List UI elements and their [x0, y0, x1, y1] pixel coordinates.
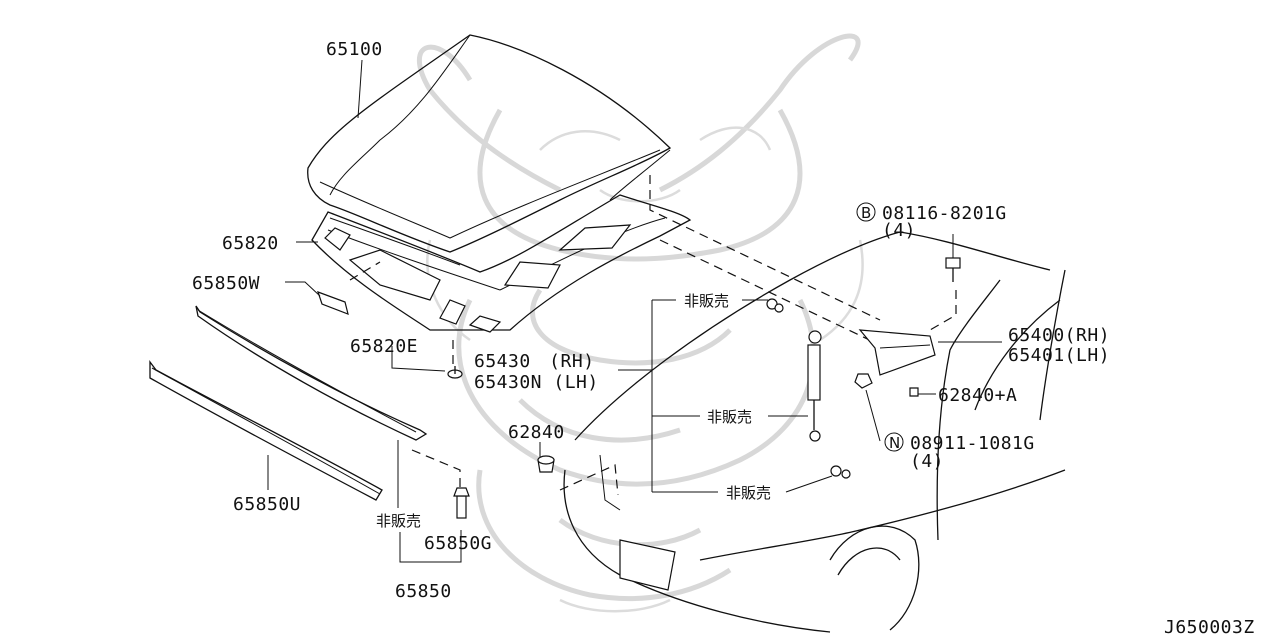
label-65850u: 65850U	[233, 494, 301, 515]
label-65820e: 65820E	[350, 336, 418, 357]
label-65430-rh: 65430 (RH)	[474, 351, 595, 372]
part-labels: 65100 65820 65850W 65820E 65430 (RH) 654…	[192, 39, 1255, 638]
assembly-lines	[349, 175, 957, 495]
seal-strip-lower	[149, 360, 383, 501]
label-not-for-sale-1: 非販売	[684, 292, 729, 310]
diagram-id: J650003Z	[1164, 617, 1255, 638]
nut-08911	[854, 373, 873, 389]
hood-hinge	[858, 329, 936, 376]
label-08116-8201g: 08116-8201G	[882, 203, 1007, 224]
hood-panel	[307, 34, 672, 253]
label-65401-lh: 65401(LH)	[1008, 345, 1110, 366]
car-body	[559, 231, 1066, 633]
label-62840: 62840	[508, 422, 565, 443]
label-65850: 65850	[395, 581, 452, 602]
strut-ball-upper	[766, 298, 784, 313]
stopper-62840a	[909, 387, 919, 397]
clip-65850w	[317, 291, 349, 315]
label-65100: 65100	[326, 39, 383, 60]
label-65850g: 65850G	[424, 533, 492, 554]
label-65850w: 65850W	[192, 273, 260, 294]
bolt-08116	[945, 257, 961, 282]
nut-mark-circle	[884, 432, 904, 452]
hood-stay-strut	[807, 330, 822, 442]
label-65430n-lh: 65430N (LH)	[474, 372, 599, 393]
strut-ball-lower	[830, 465, 851, 479]
label-nut-qty: (4)	[910, 451, 944, 472]
bolt-mark-letter: B	[861, 204, 871, 222]
label-08911-1081g: 08911-1081G	[910, 433, 1035, 454]
hood-inner-panel	[311, 194, 692, 333]
stopper-62840	[537, 455, 555, 473]
bolt-mark-circle	[856, 202, 876, 222]
label-not-for-sale-2: 非販売	[707, 408, 752, 426]
label-65820: 65820	[222, 233, 279, 254]
label-62840-a: 62840+A	[938, 385, 1017, 406]
grommet-65820e	[447, 366, 463, 379]
label-bolt-qty: (4)	[882, 220, 916, 241]
leader-lines	[267, 59, 1002, 563]
nut-mark-letter: N	[889, 434, 900, 452]
label-65400-rh: 65400(RH)	[1008, 325, 1110, 346]
seal-strip-upper	[195, 305, 428, 441]
clip-65850g	[453, 487, 470, 519]
label-not-for-sale-3: 非販売	[726, 484, 771, 502]
label-not-for-sale-4: 非販売	[376, 512, 421, 530]
